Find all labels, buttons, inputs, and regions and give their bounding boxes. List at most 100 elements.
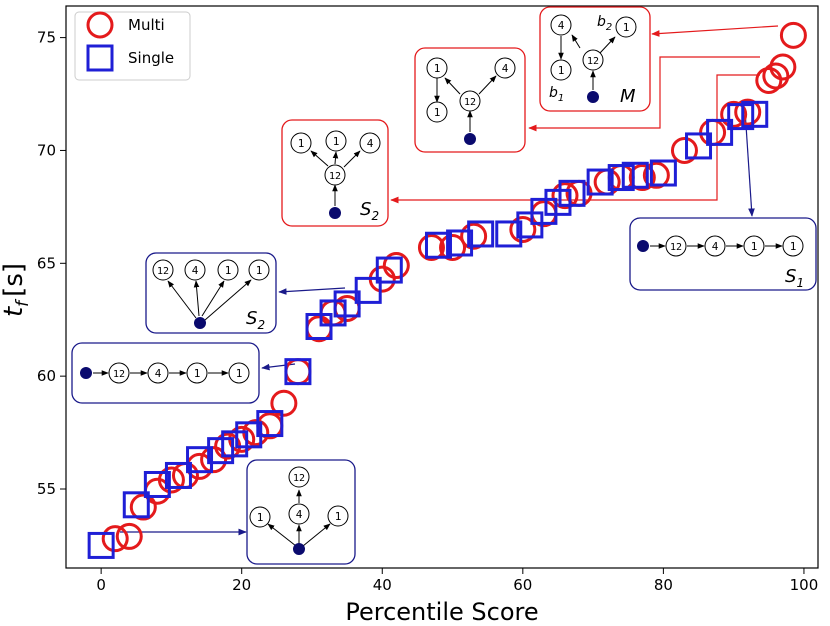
single-point bbox=[221, 430, 249, 458]
inset-single-chain: 12 4 1 1 bbox=[71, 342, 260, 404]
source-node bbox=[637, 240, 649, 252]
x-tick-label: 20 bbox=[232, 576, 251, 594]
node: 1 bbox=[333, 135, 340, 148]
single-point bbox=[467, 220, 495, 248]
source-node bbox=[80, 367, 92, 379]
node: 1 bbox=[434, 62, 441, 75]
multi-point bbox=[642, 161, 670, 189]
legend-single-label: Single bbox=[128, 49, 174, 67]
node: 1 bbox=[298, 137, 305, 150]
x-axis-label: Percentile Score bbox=[345, 598, 538, 626]
node: 12 bbox=[293, 473, 305, 484]
y-tick-label: 65 bbox=[37, 254, 56, 272]
single-point bbox=[122, 491, 150, 519]
multi-point bbox=[319, 299, 347, 327]
single-point bbox=[319, 299, 347, 327]
inset-single-s1: 12 4 1 1 S1 bbox=[629, 217, 817, 291]
connector-multi-mid bbox=[528, 56, 760, 132]
multi-point bbox=[699, 118, 727, 146]
x-tick-label: 100 bbox=[790, 576, 819, 594]
single-point bbox=[284, 358, 312, 386]
node: 4 bbox=[296, 508, 303, 521]
node: 4 bbox=[192, 264, 199, 277]
multi-point bbox=[284, 358, 312, 386]
multi-point bbox=[129, 493, 157, 521]
multi-point bbox=[382, 252, 410, 280]
svg-text:tf[s]: tf[s] bbox=[0, 263, 33, 317]
multi-point bbox=[157, 466, 185, 494]
single-point bbox=[544, 188, 572, 216]
node: 1 bbox=[256, 264, 263, 277]
node: 4 bbox=[155, 367, 162, 380]
inset-single-bottom: 12 4 1 1 bbox=[246, 459, 356, 565]
x-tick-label: 40 bbox=[373, 576, 392, 594]
node: 1 bbox=[225, 264, 232, 277]
multi-point bbox=[101, 525, 129, 553]
y-tick-label: 55 bbox=[37, 480, 56, 498]
single-point bbox=[495, 220, 523, 248]
legend-box bbox=[74, 11, 191, 81]
plot-frame bbox=[65, 5, 819, 569]
node: 1 bbox=[558, 64, 565, 77]
node: 1 bbox=[434, 106, 441, 119]
legend: Multi Single bbox=[74, 11, 191, 81]
multi-point bbox=[439, 234, 467, 262]
label-S1: S1 bbox=[785, 266, 804, 290]
single-point bbox=[741, 100, 769, 128]
single-point bbox=[706, 118, 734, 146]
source-node bbox=[194, 317, 206, 329]
multi-point bbox=[509, 215, 537, 243]
y-label-unit: [s] bbox=[0, 263, 29, 297]
label-b2: b2 bbox=[597, 14, 612, 33]
node: 12 bbox=[113, 369, 125, 380]
single-point bbox=[727, 103, 755, 131]
multi-point bbox=[417, 234, 445, 262]
label-S2: S2 bbox=[360, 199, 379, 223]
single-point bbox=[621, 161, 649, 189]
single-point bbox=[649, 159, 677, 187]
node: 4 bbox=[367, 137, 374, 150]
node: 4 bbox=[502, 62, 509, 75]
single-point bbox=[558, 179, 586, 207]
single-point bbox=[87, 531, 115, 559]
node: 1 bbox=[751, 240, 758, 253]
multi-point bbox=[628, 164, 656, 192]
single-point bbox=[516, 211, 544, 239]
source-node bbox=[587, 91, 599, 103]
single-point bbox=[333, 290, 361, 318]
label-M: M bbox=[620, 86, 636, 107]
multi-point bbox=[769, 53, 797, 81]
node: 1 bbox=[257, 511, 264, 524]
multi-point bbox=[734, 98, 762, 126]
inset-multi-mid: 1 1 12 4 bbox=[414, 47, 526, 153]
single-point bbox=[186, 446, 214, 474]
source-node bbox=[293, 543, 305, 555]
inset-single-s2: 12 4 1 1 S2 bbox=[145, 252, 277, 334]
single-point bbox=[143, 470, 171, 498]
label-S2: S2 bbox=[246, 308, 265, 332]
single-point bbox=[207, 437, 235, 465]
node: 1 bbox=[236, 367, 243, 380]
single-point bbox=[354, 276, 382, 304]
connector-single-s2 bbox=[278, 287, 346, 295]
single-point bbox=[530, 197, 558, 225]
multi-point bbox=[779, 21, 807, 49]
node: 12 bbox=[670, 242, 682, 253]
label-b1: b1 bbox=[549, 85, 564, 104]
y-label-t: t bbox=[0, 306, 29, 317]
node: 12 bbox=[157, 266, 169, 277]
node: 12 bbox=[329, 171, 341, 182]
legend-multi-label: Multi bbox=[128, 16, 165, 34]
source-node bbox=[329, 207, 341, 219]
legend-single-marker bbox=[86, 44, 114, 72]
node: 1 bbox=[335, 510, 342, 523]
x-tick-label: 0 bbox=[96, 576, 106, 594]
multi-point bbox=[670, 136, 698, 164]
y-label-f: f bbox=[13, 298, 33, 307]
multi-point bbox=[720, 100, 748, 128]
single-point bbox=[424, 231, 452, 259]
connector-multi-top bbox=[651, 25, 779, 37]
single-point bbox=[305, 312, 333, 340]
single-point bbox=[607, 164, 635, 192]
